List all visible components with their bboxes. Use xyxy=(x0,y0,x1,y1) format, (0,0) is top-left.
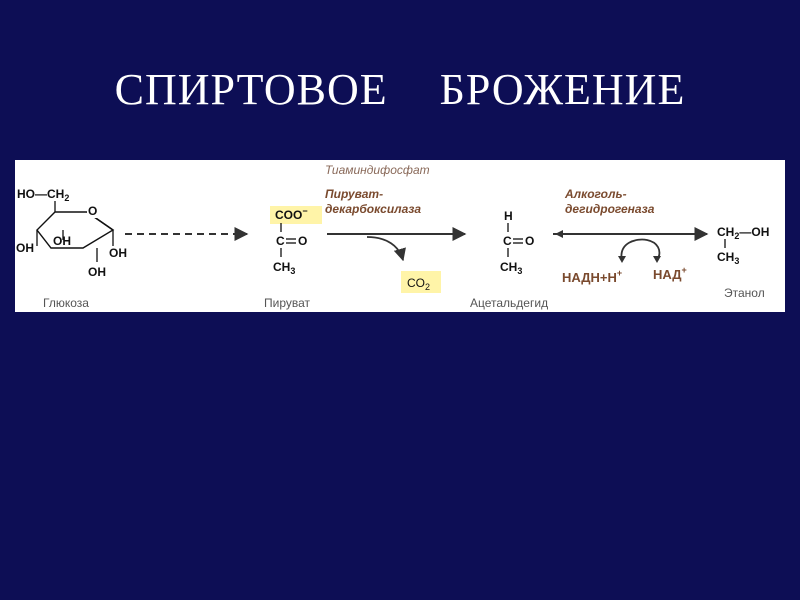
enzyme1-line1: Пируват- xyxy=(325,187,383,201)
glucose-oh-inner: OH xyxy=(53,234,71,248)
acetaldehyde-label: Ацетальдегид xyxy=(470,296,548,310)
cofactor-label: Тиаминдифосфат xyxy=(325,163,430,177)
pyruvate-structure: COO− C O CH3 Пируват xyxy=(264,206,322,310)
acetaldehyde-ch3: CH3 xyxy=(500,260,522,276)
glucose-ch2-group: HO—CH2 xyxy=(17,187,69,203)
pyruvate-c: C xyxy=(276,234,285,248)
glucose-oh-left: OH xyxy=(16,241,34,255)
co2-label: CO2 xyxy=(407,276,430,292)
co2-release-arrow xyxy=(366,236,406,262)
glucose-oh-right: OH xyxy=(109,246,127,260)
acetaldehyde-o: O xyxy=(525,234,534,248)
acetaldehyde-structure: H C O CH3 Ацетальдегид xyxy=(470,209,548,310)
nad-arrow-head xyxy=(653,256,661,263)
pyruvate-highlight xyxy=(270,206,322,224)
nadh-arrow-head xyxy=(618,256,626,263)
fermentation-diagram-svg: HO—CH2 O OH OH OH OH Глюкоза COO− C xyxy=(16,163,769,310)
glucose-label: Глюкоза xyxy=(43,296,89,310)
ethanol-ch3: CH3 xyxy=(717,250,739,266)
ethanol-ch2-oh: CH2—OH xyxy=(717,225,769,241)
pyruvate-ch3: CH3 xyxy=(273,260,295,276)
pyruvate-o: O xyxy=(298,234,307,248)
arrow-reverse-head xyxy=(555,230,563,238)
glucose-ring-o-bg xyxy=(87,204,97,218)
nadh-label: НАДН+Н+ xyxy=(562,268,622,285)
enzyme2-line1: Алкоголь- xyxy=(564,187,627,201)
title-word-2: БРОЖЕНИЕ xyxy=(439,65,686,114)
co2-highlight xyxy=(401,271,441,293)
nad-label: НАД+ xyxy=(653,265,687,282)
slide-title: СПИРТОВОЕ БРОЖЕНИЕ xyxy=(0,60,800,120)
nad-cycle-arc xyxy=(620,238,661,262)
pyruvate-label: Пируват xyxy=(264,296,311,310)
enzyme2-line2: дегидрогеназа xyxy=(565,202,655,216)
glucose-ring-o: O xyxy=(88,204,97,218)
glucose-structure: HO—CH2 O OH OH OH OH Глюкоза xyxy=(16,187,127,310)
pyruvate-coo: COO− xyxy=(275,206,308,222)
enzyme1-line2: декарбоксилаза xyxy=(325,202,421,216)
title-word-1: СПИРТОВОЕ xyxy=(114,65,388,114)
glucose-oh-bottom: OH xyxy=(88,265,106,279)
ethanol-structure: CH2—OH CH3 Этанол xyxy=(717,225,769,300)
glucose-ring xyxy=(36,211,115,249)
fermentation-diagram: HO—CH2 O OH OH OH OH Глюкоза COO− C xyxy=(15,160,785,312)
acetaldehyde-c: C xyxy=(503,234,512,248)
ethanol-label: Этанол xyxy=(724,286,765,300)
acetaldehyde-h: H xyxy=(504,209,513,223)
